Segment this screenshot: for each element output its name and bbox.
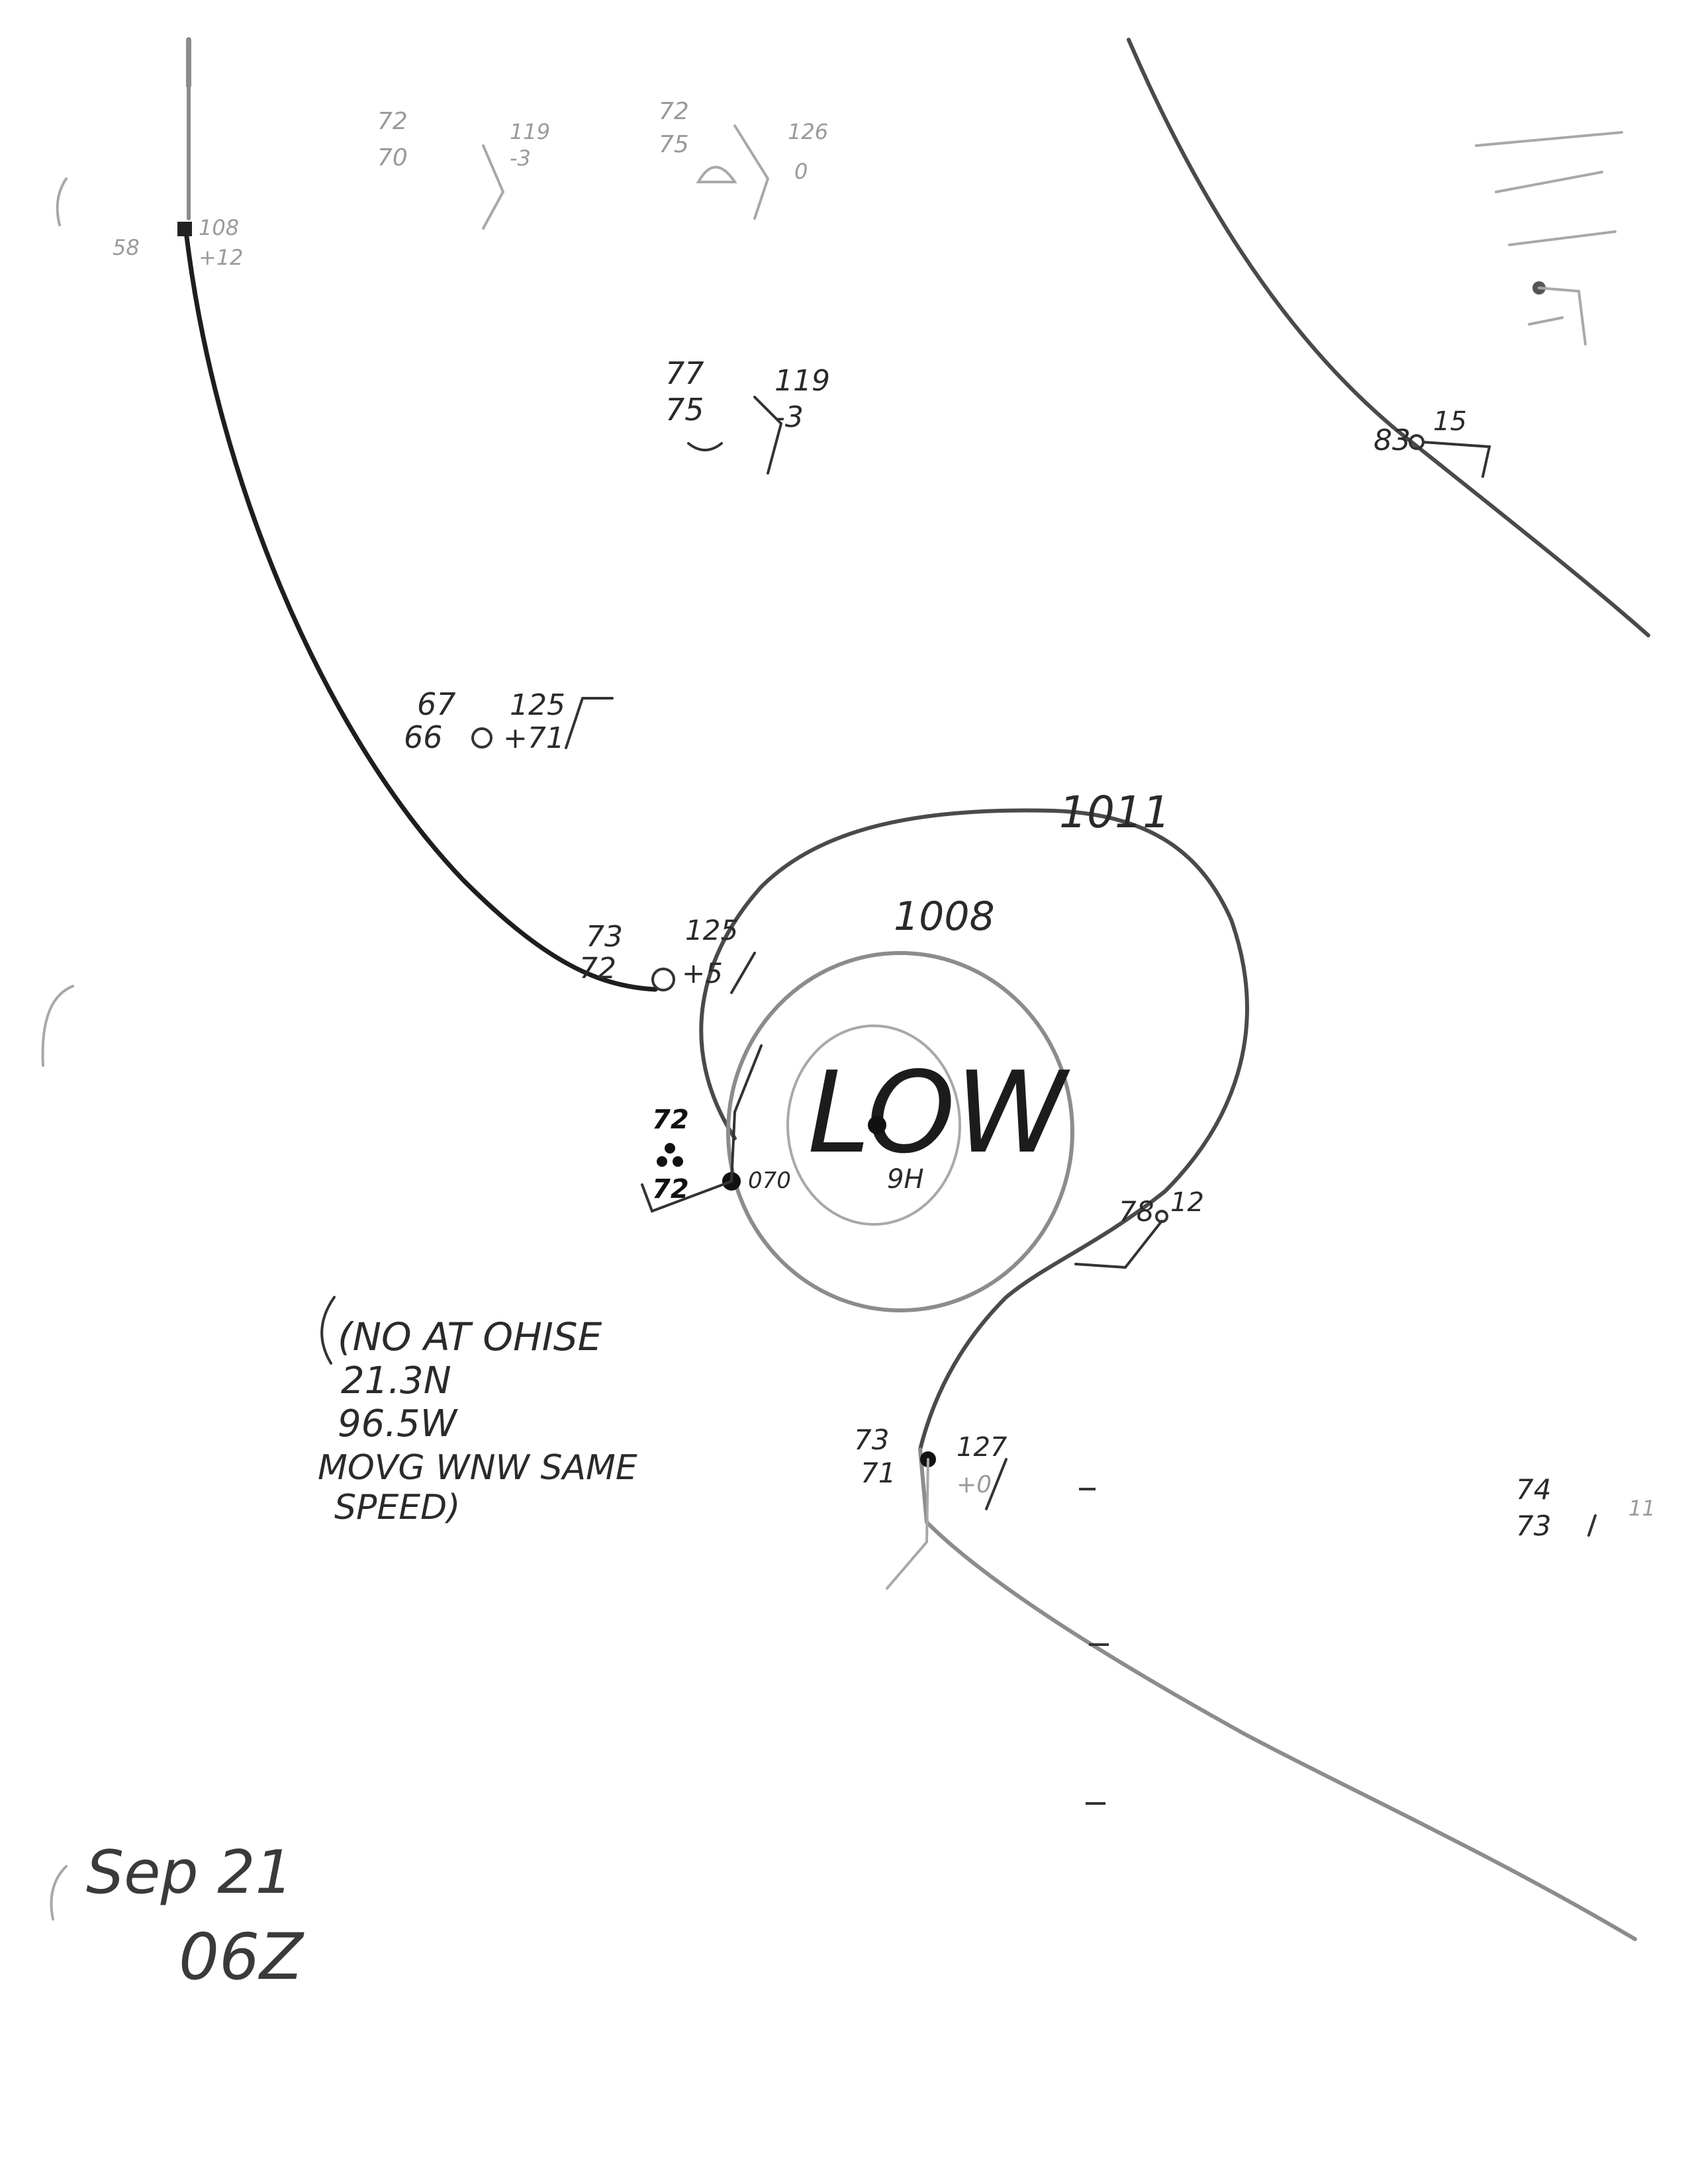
station-temp: 73 xyxy=(586,920,623,954)
weather-symbol xyxy=(687,442,723,451)
station-marker xyxy=(177,222,192,236)
station-dewpoint: 71 xyxy=(861,1457,896,1489)
note-open-paren xyxy=(320,1296,336,1365)
station-temp: 78 xyxy=(1119,1195,1154,1228)
station-temp: 83 xyxy=(1374,424,1411,457)
station-north-2: 72 75 126 0 xyxy=(659,98,828,220)
front-line-west xyxy=(183,37,658,992)
station-temp: 72 xyxy=(652,1105,689,1135)
station-pressure: 127 xyxy=(957,1432,1008,1463)
binder-hole-mark xyxy=(41,985,74,1067)
wind-barb xyxy=(1538,287,1587,345)
station-dewpoint: 75 xyxy=(659,131,689,158)
wind-barb xyxy=(886,1458,929,1590)
station-temp: 67 xyxy=(417,686,456,722)
station-pressure: 119 xyxy=(510,119,550,144)
binder-hole-mark xyxy=(56,177,68,226)
station-west: 67 66 125 +71 xyxy=(404,686,614,755)
fog-symbol xyxy=(696,165,737,183)
note-line: 96.5W xyxy=(338,1402,459,1445)
isobar-1011-label: 1011 xyxy=(1059,787,1170,838)
station-temp: 73 xyxy=(854,1424,889,1456)
wind-barb xyxy=(1074,1220,1163,1269)
station-tendency: -3 xyxy=(510,146,531,171)
station-tendency: +0 xyxy=(957,1471,992,1498)
map-timestamp: Sep 21 06Z xyxy=(86,1838,305,1994)
station-northwest: 58 108 +12 xyxy=(113,215,244,270)
isobar-1008 xyxy=(726,951,1074,1312)
station-southwest-of-low: 72 72 070 xyxy=(641,1044,791,1213)
rain-dot xyxy=(665,1143,675,1154)
station-pressure: 12 xyxy=(1170,1187,1204,1218)
wind-barb xyxy=(985,1458,1008,1510)
station-center-west: 73 72 125 +5 xyxy=(579,914,756,994)
low-center-swirl xyxy=(786,1024,961,1226)
station-east-of-low: 78 12 xyxy=(1074,1187,1204,1269)
isobar-1011 xyxy=(699,808,1249,1451)
station-pressure: 125 xyxy=(685,914,738,946)
station-north-1: 72 70 119 -3 xyxy=(377,108,550,230)
station-dewpoint: 75 xyxy=(665,392,704,428)
station-pressure: 11 xyxy=(1628,1496,1656,1521)
front-line-northeast xyxy=(1127,38,1650,637)
station-temp: 72 xyxy=(659,98,689,125)
rain-dot xyxy=(657,1156,667,1167)
wind-barb xyxy=(730,952,756,994)
station-dewpoint: 66 xyxy=(404,719,443,755)
low-center-dot xyxy=(868,1116,886,1134)
wind-barb xyxy=(641,1180,733,1213)
station-dewpoint: 70 xyxy=(377,144,408,171)
station-temp: 72 xyxy=(377,108,408,135)
station-pressure: 119 xyxy=(774,364,830,398)
station-tendency: +71 xyxy=(503,721,565,755)
station-pressure: 126 xyxy=(788,119,828,144)
wind-barb xyxy=(482,144,505,230)
wind-barb xyxy=(733,124,770,220)
binder-hole-mark xyxy=(50,1865,68,1921)
station-temp: 74 xyxy=(1516,1473,1551,1506)
station-far-northeast xyxy=(1475,131,1623,345)
wind-barb xyxy=(1422,441,1491,478)
isobar-connector xyxy=(730,1044,763,1183)
station-pressure: 070 xyxy=(748,1167,791,1194)
timestamp-time: 06Z xyxy=(179,1920,305,1994)
low-center-label: LOW xyxy=(808,1048,1070,1179)
station-circle xyxy=(471,727,492,749)
station-northeast: 83 15 xyxy=(1374,406,1491,478)
station-dewpoint: 73 xyxy=(1516,1510,1551,1542)
rain-dot xyxy=(673,1156,683,1167)
isobar-1011-south xyxy=(918,1447,1637,1941)
note-line: 21.3N xyxy=(341,1359,451,1402)
station-tendency: +5 xyxy=(682,957,723,989)
isobar-1008-label: 1008 xyxy=(894,893,995,940)
wind-barb xyxy=(565,697,614,749)
note-line: MOVG WNW SAME xyxy=(318,1448,637,1488)
station-north-3: 77 75 119 -3 xyxy=(665,355,830,475)
timestamp-date: Sep 21 xyxy=(86,1838,293,1907)
station-tendency: +12 xyxy=(199,245,244,270)
station-pressure: 15 xyxy=(1433,406,1467,437)
station-pressure: 125 xyxy=(510,688,565,722)
faint-marks xyxy=(1475,131,1623,326)
wind-barb xyxy=(753,396,783,475)
station-south: 73 71 127 +0 xyxy=(854,1424,1008,1590)
wind-barb xyxy=(1587,1514,1597,1537)
station-pressure: 108 xyxy=(199,215,239,240)
station-east: 74 73 11 xyxy=(1516,1473,1656,1542)
note-line: SPEED) xyxy=(334,1488,460,1527)
station-circle xyxy=(651,968,675,991)
low-pressure-tendency: 9H xyxy=(887,1164,924,1195)
forecaster-note: (NO AT OHISE 21.3N 96.5W MOVG WNW SAME S… xyxy=(318,1296,637,1527)
station-tendency: 0 xyxy=(794,159,808,184)
station-dewpoint: 72 xyxy=(579,952,616,985)
station-temp: 77 xyxy=(665,355,704,391)
station-temp: 58 xyxy=(113,235,140,260)
note-line: (NO AT OHISE xyxy=(338,1314,602,1359)
